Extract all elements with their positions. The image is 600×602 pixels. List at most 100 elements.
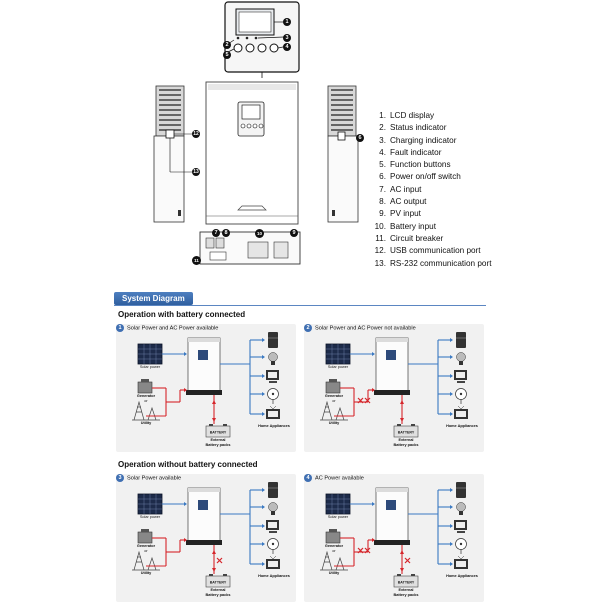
- list-item-number: 4.: [379, 147, 386, 157]
- light-bulb-icon: [268, 352, 278, 365]
- solar-power-label: Solar power: [130, 365, 170, 370]
- generator-label-text: Generator: [324, 544, 344, 548]
- or-label-text: or: [332, 548, 336, 553]
- list-item: 1.LCD display: [372, 110, 594, 122]
- battery-icon: BATTERY: [205, 424, 231, 438]
- battery-caption: External Battery packs: [386, 588, 426, 597]
- inverter-front-view: [204, 80, 300, 230]
- front-view-drawing: [205, 81, 299, 225]
- computer-icon: [454, 520, 467, 533]
- scenario-diagram: BATTERY: [320, 482, 468, 588]
- appliances-label-text: Home Appliances: [446, 574, 478, 578]
- list-item-number: 12.: [374, 246, 386, 256]
- battery-caption-line2: Battery packs: [393, 442, 419, 447]
- utility-label-text: Utility: [328, 571, 340, 575]
- callout-badge: 13: [192, 168, 200, 176]
- list-item-label: PV input: [390, 209, 421, 219]
- list-item-label: Status indicator: [390, 123, 447, 133]
- computer-icon: [266, 370, 279, 383]
- battery-tag: BATTERY: [210, 581, 227, 585]
- tv-icon: [266, 405, 280, 419]
- utility-tower-icon: [320, 550, 348, 571]
- callout-badge: 9: [290, 229, 298, 237]
- battery-tag: BATTERY: [210, 431, 227, 435]
- refrigerator-icon: [456, 332, 466, 348]
- section-heading: Operation without battery connected: [118, 460, 258, 469]
- lcd-zoom-drawing: [224, 1, 300, 78]
- scenario-badge: 2: [304, 324, 312, 332]
- generator-label-text: Generator: [136, 544, 156, 548]
- scenario-title-text: Solar Power and AC Power not available: [315, 325, 416, 332]
- callout-badge: 5: [223, 51, 231, 59]
- refrigerator-icon: [268, 332, 278, 348]
- list-item: 9. PV input: [372, 208, 594, 220]
- list-item-label: Battery input: [390, 221, 436, 231]
- list-item: 7. AC input: [372, 184, 594, 196]
- generator-label: Generator or: [316, 544, 352, 553]
- callout-badge: 12: [192, 130, 200, 138]
- inverter-icon: [186, 487, 222, 545]
- list-item: 12.USB communication port: [372, 245, 594, 257]
- solar-panel-icon: [325, 343, 351, 365]
- list-item-label: AC input: [390, 184, 422, 194]
- utility-label: Utility: [316, 571, 352, 576]
- utility-label: Utility: [316, 421, 352, 426]
- solar-power-label: Solar power: [318, 515, 358, 520]
- bottom-view-drawing: [199, 231, 301, 265]
- appliances-label: Home Appliances: [252, 574, 296, 579]
- fan-icon: [267, 388, 279, 404]
- fan-icon: [455, 388, 467, 404]
- list-item: 11.Circuit breaker: [372, 233, 594, 245]
- list-item: 2. Status indicator: [372, 122, 594, 134]
- list-item-number: 2.: [379, 123, 386, 133]
- inverter-icon: [374, 487, 410, 545]
- utility-tower-icon: [320, 400, 348, 421]
- inverter-icon: [186, 337, 222, 395]
- appliances-label-text: Home Appliances: [446, 424, 478, 428]
- list-item: 6.Power on/off switch: [372, 171, 594, 183]
- refrigerator-icon: [268, 482, 278, 498]
- list-item: 13.RS-232 communication port: [372, 258, 594, 270]
- battery-caption-line2: Battery packs: [205, 442, 231, 447]
- list-item-number: 3.: [379, 135, 386, 145]
- right-side-drawing: [327, 85, 359, 223]
- list-item-number: 10.: [374, 221, 386, 231]
- refrigerator-icon: [456, 482, 466, 498]
- callout-badge: 2: [223, 41, 231, 49]
- callout-badge: 4: [283, 43, 291, 51]
- list-item-label: Function buttons: [390, 160, 451, 170]
- list-item-number: 9.: [379, 209, 386, 219]
- or-label-text: or: [332, 398, 336, 403]
- inverter-icon: [374, 337, 410, 395]
- solar-panel-icon: [137, 343, 163, 365]
- battery-icon: BATTERY: [393, 424, 419, 438]
- scenario-badge: 4: [304, 474, 312, 482]
- generator-label: Generator or: [128, 394, 164, 403]
- computer-icon: [266, 520, 279, 533]
- callout-badge: 3: [283, 34, 291, 42]
- generator-icon: [325, 529, 341, 544]
- list-item-label: AC output: [390, 197, 427, 207]
- scenario-title-text: Solar Power and AC Power available: [127, 325, 219, 332]
- list-item-label: Circuit breaker: [390, 233, 444, 243]
- solar-power-label-text: Solar power: [327, 365, 349, 369]
- scenario-diagram: BATTERY: [132, 332, 280, 438]
- lcd-zoom-callout: [222, 0, 304, 78]
- utility-label-text: Utility: [140, 421, 152, 425]
- list-item-number: 7.: [379, 184, 386, 194]
- battery-tag: BATTERY: [398, 581, 415, 585]
- list-item: 5.Function buttons: [372, 159, 594, 171]
- battery-caption-line1: External: [210, 588, 226, 592]
- callout-badge: 6: [356, 134, 364, 142]
- list-item-number: 8.: [379, 197, 386, 207]
- tv-icon: [454, 405, 468, 419]
- callout-badge: 1: [283, 18, 291, 26]
- tv-icon: [266, 555, 280, 569]
- generator-label-text: Generator: [324, 394, 344, 398]
- generator-icon: [325, 379, 341, 394]
- inverter-right-side-view: [318, 80, 368, 230]
- list-item-number: 13.: [374, 258, 386, 268]
